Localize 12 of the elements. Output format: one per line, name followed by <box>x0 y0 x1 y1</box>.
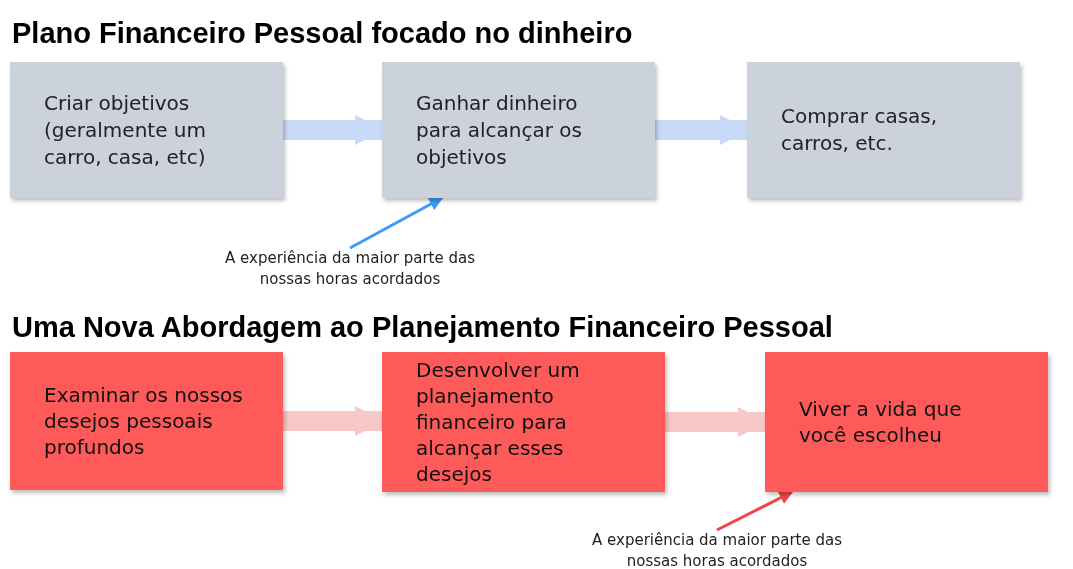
process-box: Comprar casas, carros, etc. <box>747 62 1020 198</box>
arrow <box>716 490 794 532</box>
annotation-text: A experiência da maior parte das nossas horas acordados <box>572 530 862 569</box>
process-box: Criar objetivos (geralmente um carro, casa, etc) <box>10 62 283 198</box>
process-box: Examinar os nossos desejos pessoais profundos <box>10 352 283 490</box>
arrow <box>349 196 444 250</box>
process-box: Desenvolver um planejamento financeiro para alcançar esses desejos <box>382 352 665 492</box>
process-box: Ganhar dinheiro para alcançar os objetivos <box>382 62 655 198</box>
heading: Plano Financeiro Pessoal focado no dinheiro <box>12 16 633 51</box>
heading: Uma Nova Abordagem ao Planejamento Financeiro Pessoal <box>12 310 833 345</box>
process-box: Viver a vida que você escolheu <box>765 352 1048 492</box>
annotation-text: A experiência da maior parte das nossas horas acordados <box>205 248 495 292</box>
